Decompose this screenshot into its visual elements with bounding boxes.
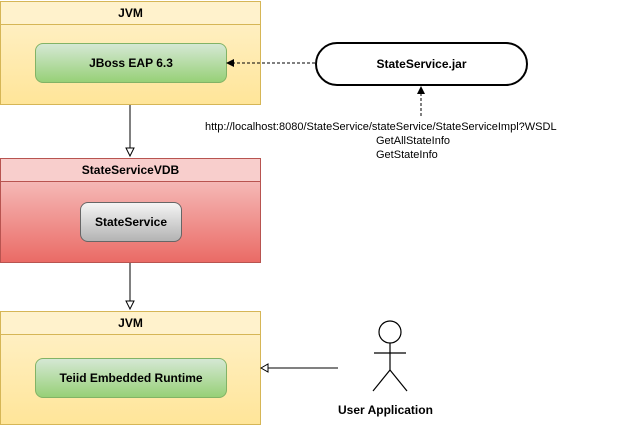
state-service-node: StateService: [80, 202, 182, 242]
edge-jar-to-jboss: [226, 59, 315, 67]
edge-vdb-to-jvm-bottom: [125, 263, 135, 311]
edge-user-to-runtime: [259, 363, 338, 373]
vdb-title: StateServiceVDB: [1, 159, 260, 182]
edge-jvm-to-vdb: [125, 105, 135, 158]
wsdl-op-getallstateinfo: GetAllStateInfo: [376, 135, 450, 147]
wsdl-url-text: http://localhost:8080/StateService/state…: [205, 121, 557, 133]
teiid-runtime-node: Teiid Embedded Runtime: [35, 358, 227, 398]
jvm-top-title: JVM: [1, 2, 260, 25]
jboss-eap-node: JBoss EAP 6.3: [35, 43, 227, 83]
edge-note-to-jar: [417, 86, 425, 116]
jvm-bottom-container: JVM Teiid Embedded Runtime: [0, 311, 261, 425]
state-service-jar-node: StateService.jar: [315, 42, 528, 86]
jvm-top-container: JVM JBoss EAP 6.3: [0, 1, 261, 105]
user-application-label: User Application: [338, 403, 433, 417]
vdb-container: StateServiceVDB StateService: [0, 158, 261, 263]
jvm-bottom-title: JVM: [1, 312, 260, 335]
wsdl-op-getstateinfo: GetStateInfo: [376, 149, 438, 161]
user-actor-icon: [372, 320, 408, 392]
